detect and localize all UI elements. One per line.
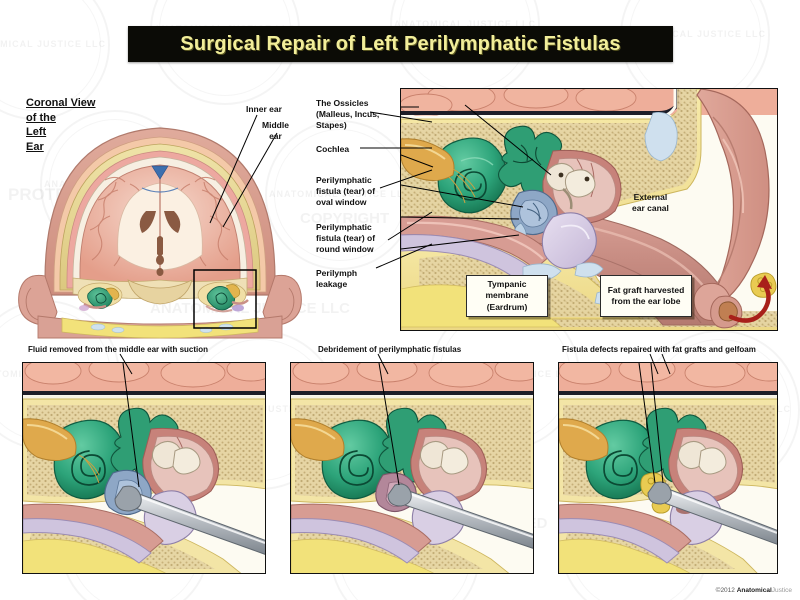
caption-panel-repair: Fistula defects repaired with fat grafts… bbox=[562, 345, 756, 354]
main-ear-illustration bbox=[401, 89, 777, 330]
panel-debridement bbox=[290, 362, 534, 574]
label-inner-ear: Inner ear bbox=[246, 104, 282, 114]
panel-repair bbox=[558, 362, 778, 574]
coronal-leader-lines bbox=[209, 114, 278, 228]
label-ossicles: The Ossicles (Malleus, Incus, Stapes) bbox=[316, 98, 380, 130]
panel-suction bbox=[22, 362, 266, 574]
copyright-brand: Anatomical bbox=[736, 587, 772, 594]
panel-caption-leaders bbox=[119, 353, 671, 375]
label-cochlea: Cochlea bbox=[316, 144, 350, 154]
copyright-brand-secondary: Justice bbox=[771, 587, 792, 594]
coronal-heading-line-3: Left bbox=[26, 126, 47, 139]
caption-panel-suction: Fluid removed from the middle ear with s… bbox=[28, 345, 209, 354]
copyright-notice: ©2012 AnatomicalJustice bbox=[716, 587, 792, 594]
coronal-heading-line-2: of the bbox=[26, 111, 56, 124]
label-perilymph-leakage: Perilymph leakage bbox=[316, 268, 358, 289]
coronal-heading-line-4: Ear bbox=[26, 140, 44, 153]
caption-panel-debridement: Debridement of perilymphatic fistulas bbox=[318, 345, 462, 354]
coronal-view-heading: Coronal View of the Left Ear bbox=[26, 96, 95, 154]
coronal-heading-line-1: Coronal View bbox=[26, 97, 96, 109]
label-external-ear-canal: External ear canal bbox=[632, 192, 669, 213]
main-panel-leader-lines bbox=[360, 111, 433, 269]
panel-debridement-illustration bbox=[291, 363, 533, 573]
label-oval-window-fistula: Perilymphatic fistula (tear) of oval win… bbox=[316, 175, 376, 207]
label-middle-ear: Middle ear bbox=[262, 120, 289, 141]
title-bar: Surgical Repair of Left Perilymphatic Fi… bbox=[128, 26, 673, 62]
label-round-window-fistula: Perilymphatic fistula (tear) of round wi… bbox=[316, 222, 376, 254]
main-ear-panel bbox=[400, 88, 778, 331]
coronal-head-illustration bbox=[18, 127, 302, 339]
callout-fat-graft: Fat graft harvested from the ear lobe bbox=[600, 275, 692, 317]
panel-suction-illustration bbox=[23, 363, 265, 573]
page-title: Surgical Repair of Left Perilymphatic Fi… bbox=[180, 32, 621, 55]
panel-repair-illustration bbox=[559, 363, 777, 573]
callout-tympanic-membrane: Tympanic membrane (Eardrum) bbox=[466, 275, 548, 317]
copyright-year: ©2012 bbox=[715, 587, 737, 594]
